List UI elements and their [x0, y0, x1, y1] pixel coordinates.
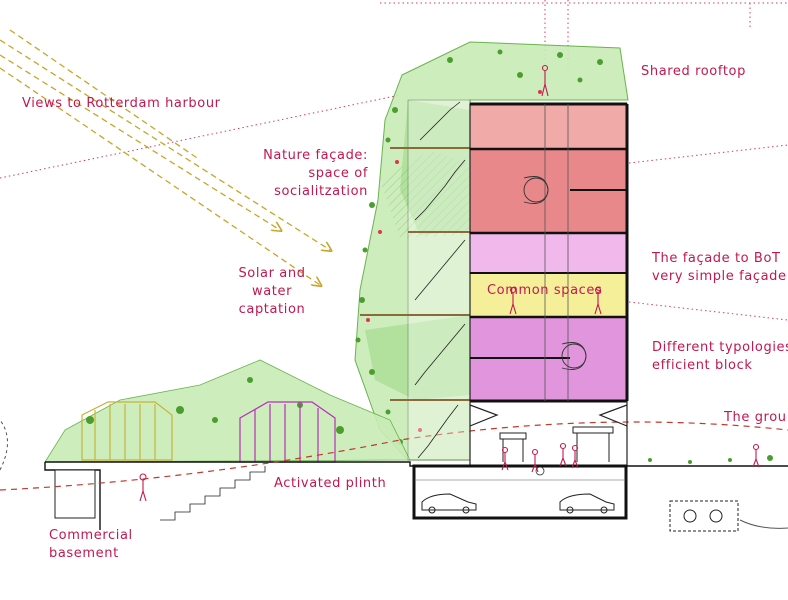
typologies-line-2: efficient block — [652, 358, 753, 373]
commercial-line-1: Commercial — [49, 528, 133, 543]
label-nature-facade: Nature façade: space of socialitzation — [240, 147, 368, 201]
label-solar: Solar and water captation — [226, 265, 318, 319]
spiral-stair-icon — [523, 176, 587, 370]
market-stalls — [499, 426, 614, 462]
label-ground: The grou — [724, 409, 787, 427]
nature-facade-line-1: Nature façade: — [263, 148, 368, 163]
bot-facade-line-1: The façade to BoT — [652, 251, 781, 266]
label-typologies: Different typologies efficient block — [652, 339, 788, 375]
stairs-outdoor — [160, 466, 266, 521]
floor-pink — [469, 232, 628, 274]
nature-facade-line-2: space of — [308, 166, 368, 181]
common-spaces-text: Common spaces — [487, 283, 603, 298]
bot-facade-line-2: very simple façade — [652, 269, 787, 284]
greenhouse-yellow — [81, 401, 173, 461]
label-commercial: Commercial basement — [49, 527, 133, 563]
plinth-vegetation — [44, 359, 411, 463]
plinth-text: Activated plinth — [274, 476, 387, 491]
ground-text: The grou — [724, 410, 787, 425]
stair-core — [360, 99, 471, 461]
commercial-basement-entrance — [54, 469, 96, 519]
solar-line-3: captation — [238, 302, 306, 317]
label-bot-facade: The façade to BoT very simple façade — [652, 250, 787, 286]
label-plinth: Activated plinth — [274, 475, 386, 493]
person-figure-icon — [139, 64, 760, 502]
views-text: Views to Rotterdam harbour — [22, 96, 221, 111]
commercial-line-2: basement — [49, 546, 119, 561]
right-ground-vegetation — [648, 455, 773, 464]
guide-lines — [0, 0, 788, 321]
building-block — [469, 102, 629, 403]
label-shared-rooftop: Shared rooftop — [641, 63, 746, 81]
sun-rays — [0, 29, 330, 285]
typologies-line-1: Different typologies — [652, 340, 788, 355]
ground-line — [0, 421, 788, 491]
garage — [412, 464, 628, 520]
nature-facade-vegetation — [354, 41, 629, 461]
car-icon — [421, 493, 615, 514]
ground-floor — [469, 401, 628, 466]
shared-rooftop-text: Shared rooftop — [641, 64, 746, 79]
label-common-spaces: Common spaces — [487, 282, 602, 300]
label-views: Views to Rotterdam harbour — [22, 95, 221, 113]
floor-top — [469, 103, 628, 150]
nature-facade-line-3: socialitzation — [274, 184, 368, 199]
solar-line-2: water — [251, 284, 293, 299]
right-utility-box — [669, 500, 788, 532]
solar-line-1: Solar and — [238, 266, 306, 281]
